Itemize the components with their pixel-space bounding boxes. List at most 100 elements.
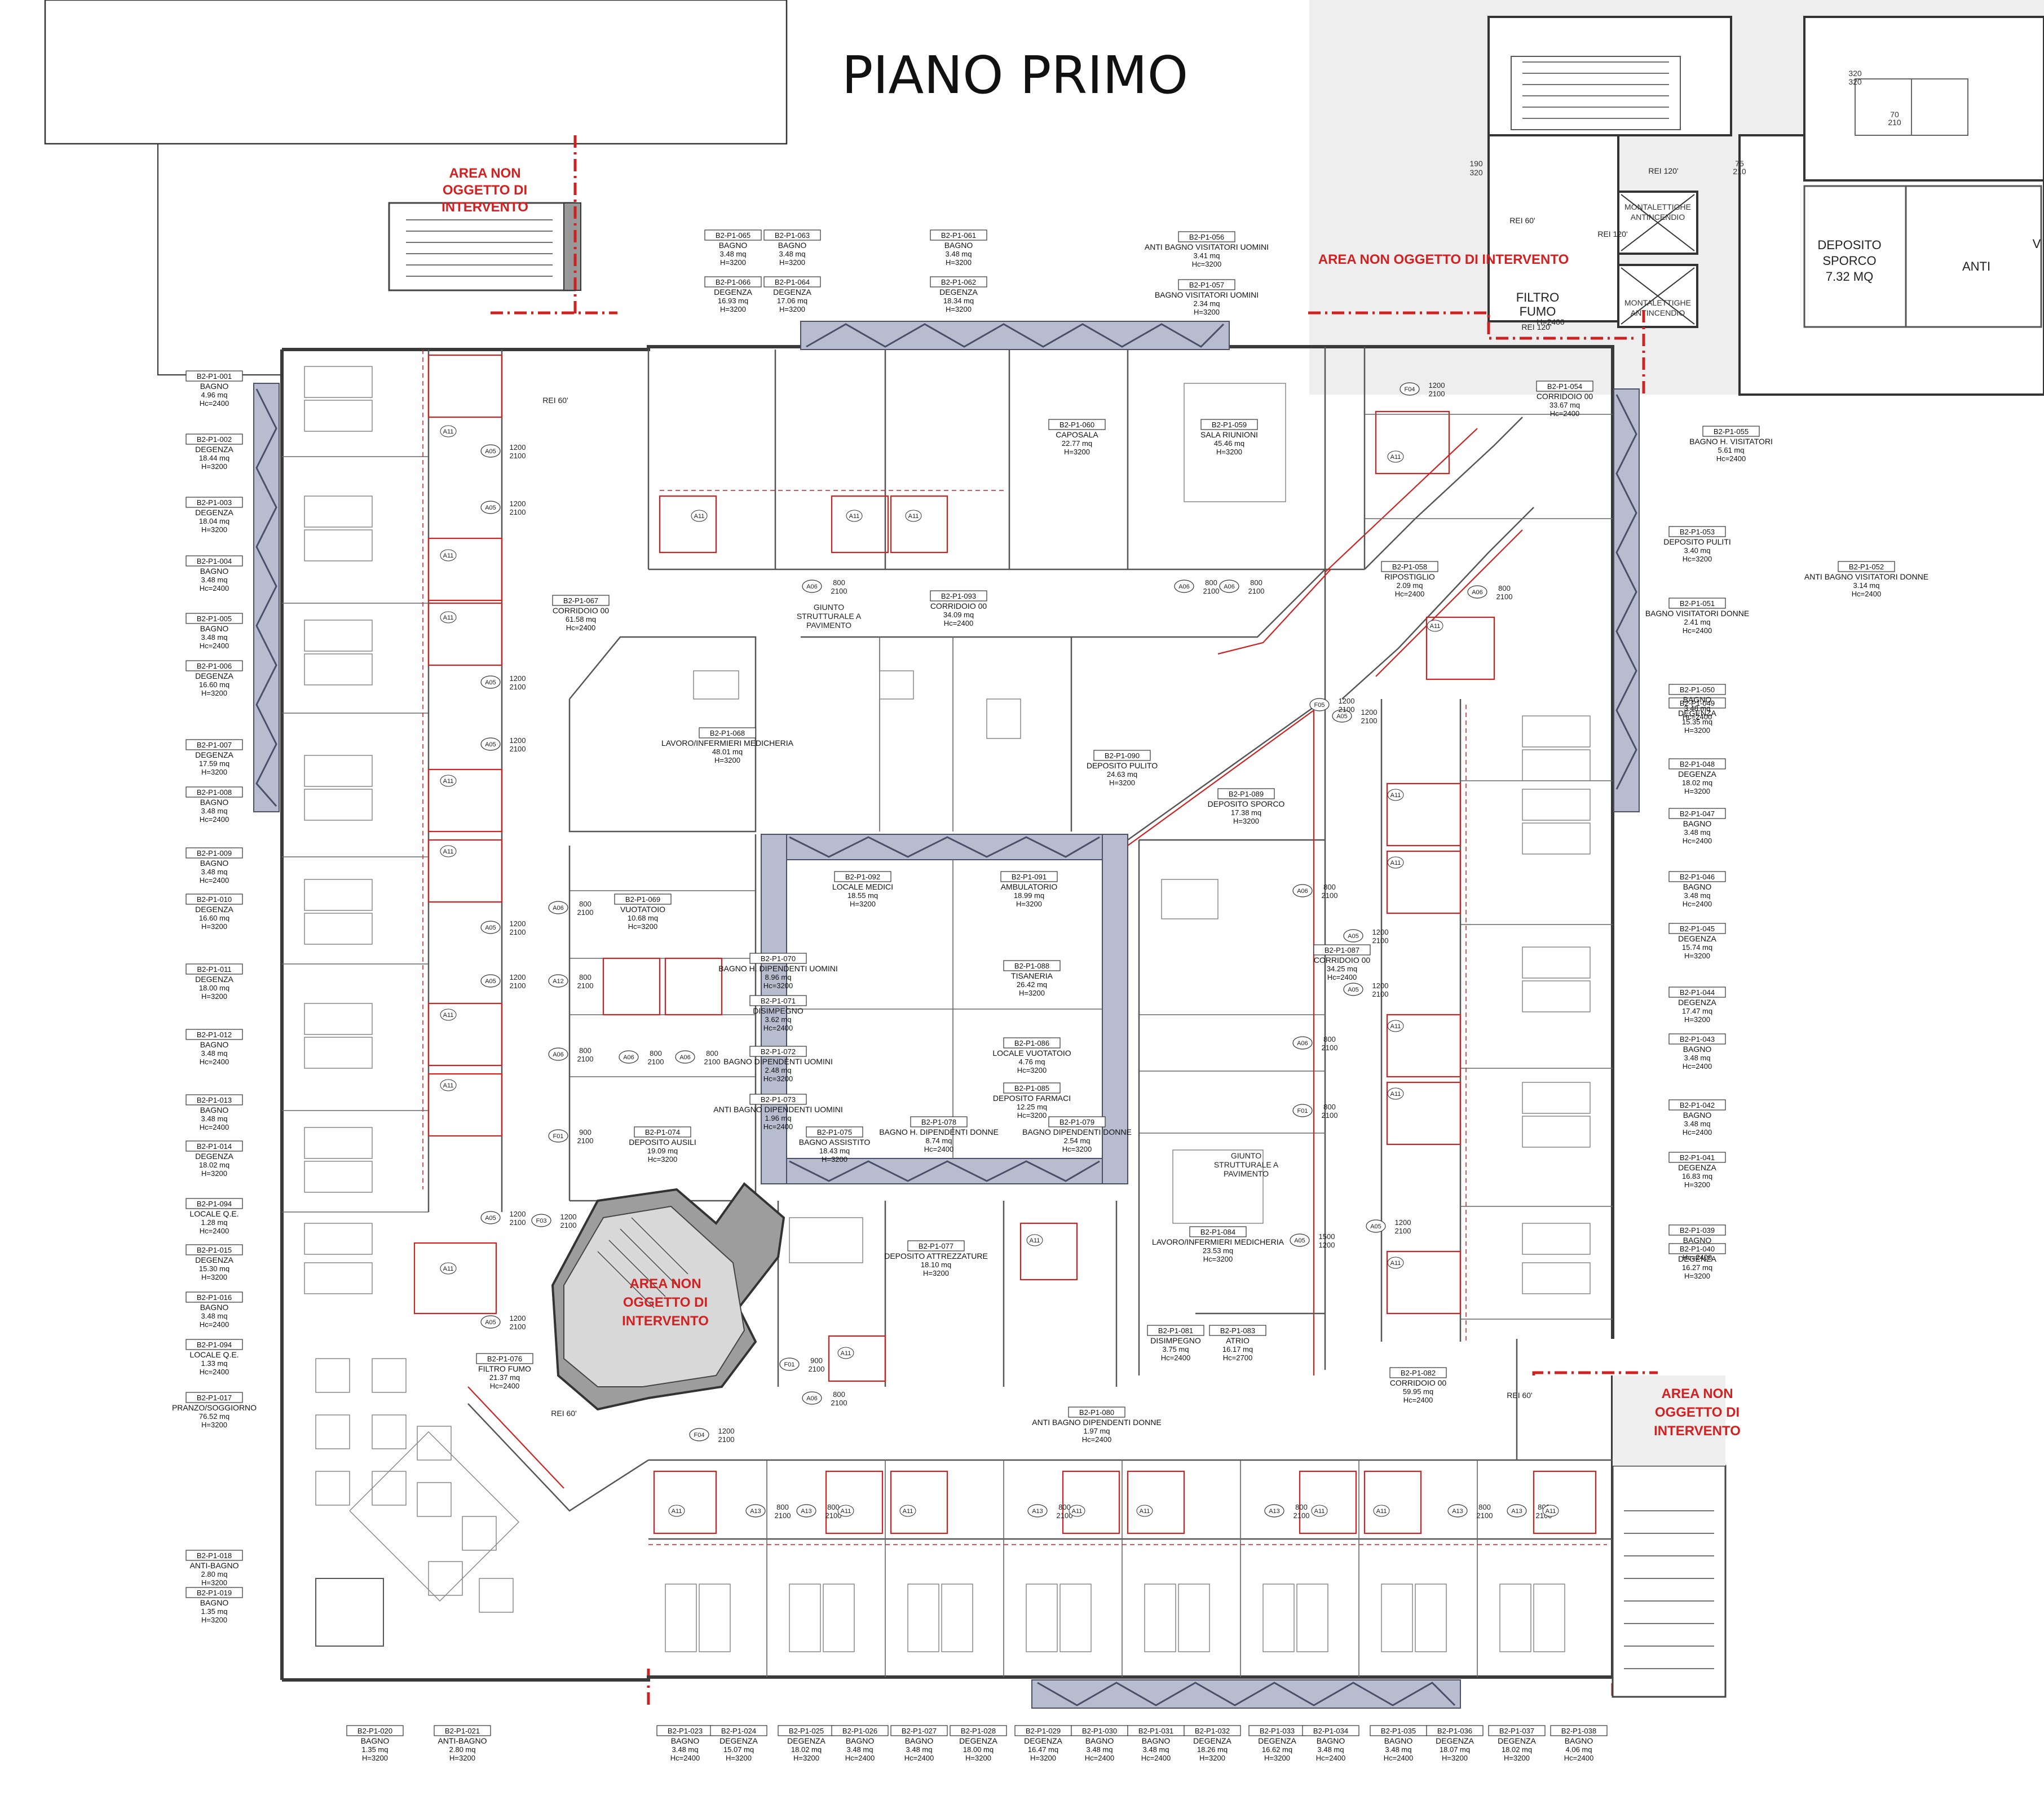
room-area: 3.48 mq (1684, 828, 1711, 837)
bath-tag-circle (837, 1505, 854, 1517)
door-tag-circle (1264, 1504, 1284, 1518)
door-tag-circle (480, 444, 501, 458)
door-code: A05 (1294, 1237, 1305, 1244)
room-tag-box (930, 590, 987, 601)
door-dimension: 2100 (775, 1511, 791, 1520)
room-area: 2.09 mq (1397, 581, 1423, 590)
room-area: 18.02 mq (791, 1745, 822, 1754)
room-height: H=3200 (201, 1616, 227, 1624)
room-tag-box (1048, 1116, 1106, 1127)
door-dimension: 2100 (648, 1058, 664, 1066)
room-name: CORRIDOIO 00 (553, 606, 610, 615)
door-dimension: 800 (833, 578, 845, 587)
room-tag-box (831, 1725, 889, 1736)
room-name: BAGNO ASSISTITO (799, 1138, 871, 1147)
room-height: Hc=2400 (1085, 1754, 1114, 1762)
room-tag-box (1068, 1406, 1125, 1418)
room-id: B2-P1-077 (919, 1242, 953, 1250)
bath-tag-circle (440, 1262, 457, 1275)
room-height: H=3200 (1199, 1754, 1225, 1762)
room-tag-box (1668, 1224, 1726, 1236)
room-id: B2-P1-054 (1547, 382, 1582, 391)
bath-tag-circle (1387, 789, 1404, 801)
room-tag-box (710, 1725, 767, 1736)
room-tag-box (1381, 561, 1438, 572)
room-area: 3.48 mq (201, 868, 228, 876)
room-height: Hc=2400 (1683, 713, 1712, 721)
montalettighe-label: MONTALETTIGHE (1624, 298, 1691, 307)
room-name: BAGNO (1683, 819, 1712, 828)
bath-tag-circle (1311, 1505, 1328, 1517)
door-dimension: 1200 (510, 1314, 526, 1323)
room-tag-box (186, 434, 243, 445)
room-area: 15.30 mq (199, 1264, 229, 1273)
room-area: 10.68 mq (628, 914, 658, 922)
door-code: A06 (553, 1051, 564, 1058)
room-tag-box (186, 613, 243, 624)
door-code: A06 (1224, 583, 1235, 590)
room-id: B2-P1-010 (197, 895, 232, 904)
room-id: B2-P1-007 (197, 741, 232, 749)
room-area: 3.48 mq (201, 807, 228, 815)
bath-tag-circle (1387, 856, 1404, 869)
room-tag-box (634, 1126, 691, 1138)
room-height: H=3200 (1216, 448, 1242, 456)
room-name: DEGENZA (195, 1255, 233, 1264)
dim-label: 320 (1469, 168, 1483, 177)
bath-tag-circle (440, 775, 457, 787)
room-name: LAVORO/INFERMIERI MEDICHERIA (1152, 1237, 1284, 1246)
room-tag-box (1200, 419, 1258, 430)
room-tag-box (704, 276, 762, 288)
room-name: DEGENZA (787, 1736, 825, 1745)
bath-tag: A11 (443, 1266, 454, 1272)
door-dimension: 2100 (1322, 1111, 1338, 1120)
room-id: B2-P1-084 (1200, 1228, 1235, 1236)
room-height: Hc=2400 (1683, 1128, 1712, 1136)
door-dimension: 2100 (1372, 990, 1389, 998)
bath-tag: A11 (1390, 792, 1401, 799)
room-tag-box (749, 1046, 807, 1057)
room-tag-box (1668, 598, 1726, 609)
bath-tag-circle (1069, 1505, 1085, 1517)
room-name: DEGENZA (773, 288, 811, 297)
room-id: B2-P1-071 (761, 997, 796, 1005)
room-name: CORRIDOIO 00 (1314, 956, 1371, 965)
room-tag-box (1668, 987, 1726, 998)
notes: GIUNTO STRUTTURALE A PAVIMENTO GIUNTO ST… (542, 166, 1678, 1418)
room-tag-box (930, 276, 987, 288)
door-code: A13 (801, 1508, 812, 1515)
door-dimension: 800 (579, 900, 591, 908)
room-tag-box (763, 276, 821, 288)
bath-tag: A11 (841, 1508, 851, 1515)
room-area: 4.76 mq (1019, 1058, 1045, 1066)
ext-deposito-area: 7.32 MQ (1826, 269, 1873, 284)
filtro-label: FILTRO (1516, 290, 1560, 304)
door-dimension: 2100 (510, 1218, 526, 1227)
room-id: B2-P1-009 (197, 849, 232, 857)
room-tag-box (186, 847, 243, 859)
room-height: H=3200 (201, 1421, 227, 1429)
room-area: 3.48 mq (946, 250, 972, 258)
ext-deposito-label: SPORCO (1822, 254, 1876, 268)
door-dimension: 2100 (825, 1511, 842, 1520)
bath-tag: A11 (841, 1350, 851, 1357)
room-name: CORRIDOIO 00 (930, 601, 987, 611)
bath-tag: A11 (1390, 1023, 1401, 1030)
door-tag-circle (548, 974, 568, 988)
room-height: H=3200 (1233, 817, 1259, 825)
bath-tag: A11 (903, 1508, 913, 1515)
